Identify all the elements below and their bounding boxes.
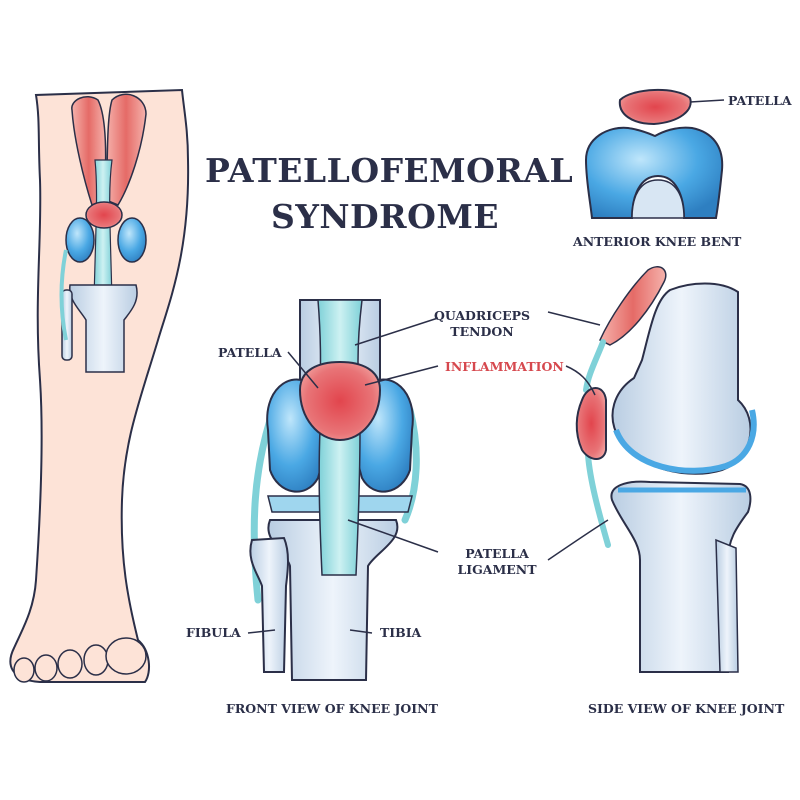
diagram-title: PATELLOFEMORAL SYNDROME	[205, 148, 574, 240]
leg-illustration	[9, 88, 190, 683]
label-patella-ligament: PATELLA LIGAMENT	[452, 546, 542, 578]
front-view-illustration	[249, 299, 420, 681]
side-patella-inflamed	[575, 387, 607, 460]
title-line-1: PATELLOFEMORAL	[205, 151, 574, 190]
label-quadriceps-tendon: QUADRICEPS TENDON	[432, 308, 532, 340]
label-side-view: SIDE VIEW OF KNEE JOINT	[588, 701, 785, 716]
label-quadriceps-line-1: QUADRICEPS	[433, 308, 531, 323]
quadriceps-muscle-right	[105, 93, 147, 206]
label-front-view: FRONT VIEW OF KNEE JOINT	[226, 701, 438, 716]
label-tibia: TIBIA	[380, 625, 422, 640]
label-fibula: FIBULA	[186, 625, 241, 640]
front-patella-inflamed	[298, 360, 382, 442]
label-front-patella: PATELLA	[218, 345, 282, 360]
toes	[13, 637, 147, 683]
label-anterior-knee-bent: ANTERIOR KNEE BENT	[573, 234, 742, 249]
side-view-illustration	[575, 266, 757, 673]
anterior-knee-bent-illustration	[584, 88, 724, 219]
leader-lines	[247, 99, 725, 634]
label-quadriceps-line-2: TENDON	[450, 324, 514, 339]
label-top-patella: PATELLA	[728, 93, 792, 108]
label-patella-ligament-line-1: PATELLA	[465, 546, 529, 561]
title-line-2: SYNDROME	[270, 197, 500, 236]
label-patella-ligament-line-2: LIGAMENT	[457, 562, 537, 577]
top-patella	[618, 88, 692, 126]
leg-patella	[85, 201, 123, 229]
label-inflammation: INFLAMMATION	[445, 359, 564, 374]
